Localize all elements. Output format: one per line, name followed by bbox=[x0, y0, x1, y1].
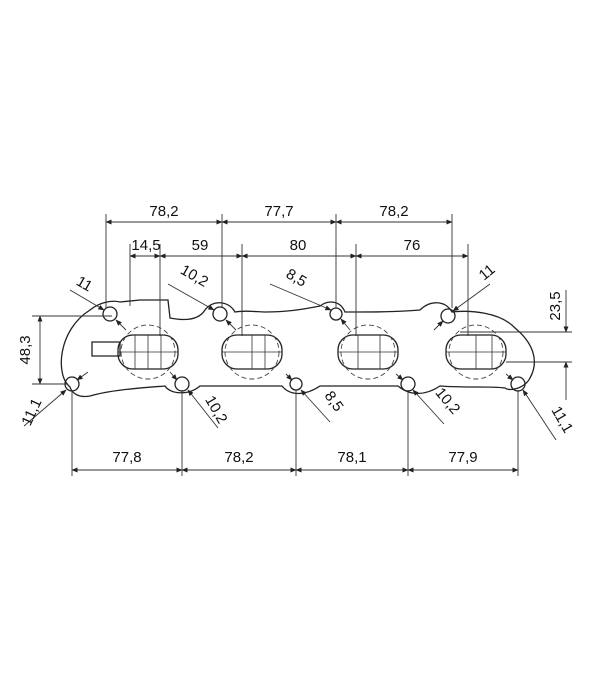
callout-top-3: 8,5 bbox=[283, 266, 310, 291]
dim-top-2: 77,7 bbox=[264, 203, 293, 220]
dim-second-1: 14,5 bbox=[131, 237, 160, 254]
callout-bottom-1: 11,1 bbox=[18, 396, 45, 429]
dim-bottom-4: 77,9 bbox=[448, 449, 477, 466]
callout-bottom-3: 8,5 bbox=[321, 388, 347, 415]
port-2 bbox=[221, 324, 283, 380]
dim-second-2: 59 bbox=[192, 237, 209, 254]
dim-bottom-2: 78,2 bbox=[224, 449, 253, 466]
callout-top-4: 11 bbox=[476, 261, 499, 284]
port-1 bbox=[117, 324, 179, 380]
top-row-labels: 78,2 77,7 78,2 bbox=[149, 203, 408, 220]
hole-callout-labels: 11 10,2 8,5 11 11,1 10,2 8,5 10,2 11,1 bbox=[18, 261, 576, 436]
callout-top-1: 11 bbox=[73, 273, 95, 296]
hole-leaders bbox=[23, 283, 557, 441]
gasket-outline bbox=[60, 299, 535, 398]
port-3 bbox=[337, 324, 399, 380]
extension-lines bbox=[32, 214, 572, 476]
port-4 bbox=[445, 324, 507, 380]
dim-second-4: 76 bbox=[404, 237, 421, 254]
bolt-holes-top bbox=[102, 306, 456, 324]
callout-bottom-4: 10,2 bbox=[432, 384, 464, 417]
callout-bottom-5: 11,1 bbox=[548, 403, 577, 436]
callout-top-2: 10,2 bbox=[177, 261, 211, 290]
bottom-row-labels: 77,8 78,2 78,1 77,9 bbox=[112, 449, 477, 466]
dim-bottom-1: 77,8 bbox=[112, 449, 141, 466]
dim-bottom-3: 78,1 bbox=[337, 449, 366, 466]
dim-top-3: 78,2 bbox=[379, 203, 408, 220]
dim-top-1: 78,2 bbox=[149, 203, 178, 220]
dim-second-3: 80 bbox=[290, 237, 307, 254]
dim-left-height: 48,3 bbox=[17, 335, 34, 364]
second-row-labels: 14,5 59 80 76 bbox=[131, 237, 420, 254]
height-labels: 48,3 23,5 bbox=[17, 291, 564, 364]
dim-right-height: 23,5 bbox=[547, 291, 564, 320]
height-dimension-lines bbox=[37, 290, 569, 400]
callout-bottom-2: 10,2 bbox=[201, 393, 230, 427]
